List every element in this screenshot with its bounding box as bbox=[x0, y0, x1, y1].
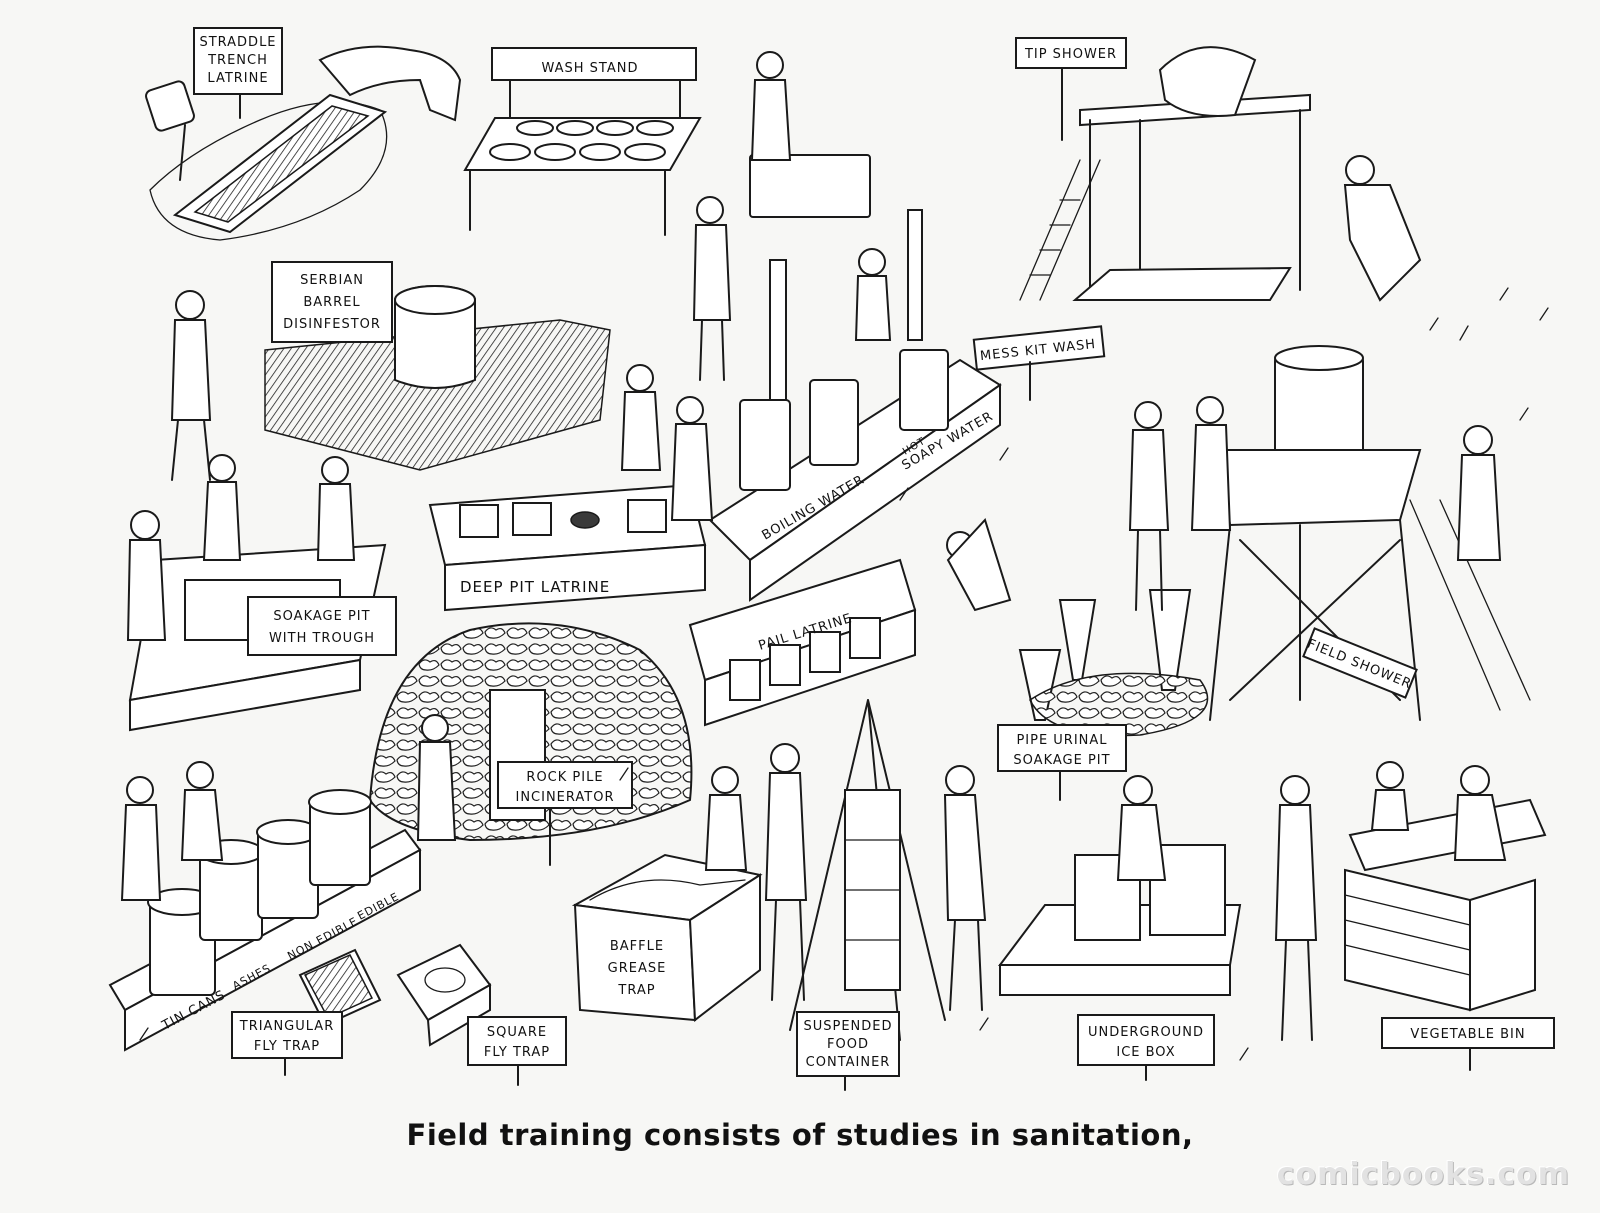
sign-vegetable-bin: VEGETABLE BIN bbox=[1381, 1017, 1555, 1071]
soldier-figure bbox=[692, 196, 732, 381]
soldier-figure bbox=[1190, 396, 1232, 531]
pail-latrine: PAIL LATRINE bbox=[688, 558, 917, 727]
sign-field-shower: FIELD SHOWER bbox=[1302, 627, 1418, 699]
sign-text-line: CONTAINER bbox=[806, 1055, 891, 1070]
sign-square-fly-trap: SQUARE FLY TRAP bbox=[467, 1016, 567, 1086]
vegetable-bin: VEGETABLE BIN bbox=[1344, 798, 1555, 1071]
straddle-trench-latrine: STRADDLE TRENCH LATRINE bbox=[145, 27, 462, 241]
soldiers bbox=[120, 51, 1507, 1041]
field-shower: FIELD SHOWER bbox=[1209, 345, 1531, 721]
watermark: comicbooks.com bbox=[1276, 1157, 1570, 1192]
soldier-figure bbox=[946, 518, 1012, 612]
sign-text: VEGETABLE BIN bbox=[1410, 1027, 1525, 1042]
soldier-figure bbox=[1453, 765, 1507, 861]
sign-text-line: PIPE URINAL bbox=[1016, 733, 1107, 748]
mess-kit-wash: MESS KIT WASH BOILING WATER HOT SOAPY WA… bbox=[708, 209, 1106, 602]
water-heater-box bbox=[749, 154, 871, 218]
soldier-figure bbox=[1370, 761, 1410, 831]
sign-text-line: INCINERATOR bbox=[515, 790, 614, 805]
soldier-figure bbox=[764, 743, 808, 1001]
soldier-figure bbox=[1116, 775, 1167, 881]
serbian-barrel-disinfestor: SERBIAN BARREL DISINFESTOR bbox=[264, 261, 611, 471]
sanitation-illustration: STRADDLE TRENCH LATRINE WASH STAND TIP S… bbox=[108, 27, 1555, 1091]
tip-shower: TIP SHOWER bbox=[1015, 37, 1311, 301]
soldier-figure bbox=[854, 248, 892, 341]
ground-texture bbox=[139, 287, 1549, 1061]
garbage-cans-stand: TIN CANS ASHES NON EDIBLE EDIBLE bbox=[108, 789, 422, 1052]
soldier-figure bbox=[202, 454, 242, 561]
sign-text-line: GREASE bbox=[608, 961, 667, 976]
soldier-figure bbox=[670, 396, 714, 521]
soldier-figure bbox=[750, 51, 792, 161]
soldier-figure bbox=[943, 765, 987, 1011]
sign-text-line: SQUARE bbox=[487, 1025, 547, 1040]
soldier-figure bbox=[120, 776, 162, 901]
caption: Field training consists of studies in sa… bbox=[406, 1118, 1194, 1152]
soldier-figure bbox=[1128, 401, 1170, 611]
soldier-figure bbox=[170, 290, 212, 481]
soldier-figure bbox=[620, 364, 662, 471]
sign-text-line: FOOD bbox=[827, 1037, 869, 1052]
sign-text-line: TRAP bbox=[617, 983, 655, 998]
soldier-figure bbox=[1456, 425, 1502, 561]
triangular-fly-trap: TRIANGULAR FLY TRAP bbox=[231, 948, 382, 1076]
sign-text-line: SUSPENDED bbox=[803, 1019, 892, 1034]
sign-rock-pile-incinerator: ROCK PILE INCINERATOR bbox=[497, 761, 633, 866]
sign-text-line: SOAKAGE PIT bbox=[273, 609, 370, 624]
sign-text-line: TRENCH bbox=[207, 53, 268, 68]
sign-text-line: SOAKAGE PIT bbox=[1013, 753, 1110, 768]
sign-text-line: ROCK PILE bbox=[526, 770, 603, 785]
soldier-figure bbox=[126, 510, 167, 641]
suspended-food-container: SUSPENDED FOOD CONTAINER bbox=[789, 699, 946, 1091]
soldier-figure bbox=[180, 761, 224, 861]
sign-text-line: SERBIAN bbox=[300, 273, 364, 288]
soldier-figure bbox=[1274, 775, 1318, 1041]
sign-triangular-fly-trap: TRIANGULAR FLY TRAP bbox=[231, 1011, 343, 1076]
soakage-pit-with-trough: SOAKAGE PIT WITH TROUGH bbox=[128, 543, 397, 732]
sign-straddle-trench-latrine: STRADDLE TRENCH LATRINE bbox=[193, 27, 283, 119]
sign-tip-shower: TIP SHOWER bbox=[1024, 47, 1117, 62]
sign-mess-kit-wash: MESS KIT WASH bbox=[972, 325, 1106, 401]
sign-text-line: LATRINE bbox=[207, 71, 268, 86]
sign-soakage-pit-with-trough: SOAKAGE PIT WITH TROUGH bbox=[247, 596, 397, 656]
soldier-figure bbox=[1343, 155, 1422, 302]
wash-stand: WASH STAND bbox=[463, 47, 871, 236]
sign-text-line: BAFFLE bbox=[610, 939, 664, 954]
soldier-figure bbox=[316, 456, 356, 561]
sign-text-line: FLY TRAP bbox=[484, 1045, 550, 1060]
sign-text-line: BARREL bbox=[303, 295, 360, 310]
sign-underground-ice-box: UNDERGROUND ICE BOX bbox=[1077, 1014, 1215, 1081]
pipe-urinal-soakage-pit: PIPE URINAL SOAKAGE PIT bbox=[997, 589, 1209, 801]
sign-text-line: WITH TROUGH bbox=[269, 631, 375, 646]
deep-pit-latrine: DEEP PIT LATRINE bbox=[428, 483, 707, 612]
sign-pipe-urinal-soakage-pit: PIPE URINAL SOAKAGE PIT bbox=[997, 724, 1127, 801]
baffle-grease-trap: BAFFLE GREASE TRAP bbox=[571, 853, 763, 1022]
sign-wash-stand: WASH STAND bbox=[541, 61, 638, 76]
sign-suspended-food-container: SUSPENDED FOOD CONTAINER bbox=[796, 1011, 900, 1091]
sign-text-line: STRADDLE bbox=[199, 35, 276, 50]
sign-text-line: DISINFESTOR bbox=[283, 317, 381, 332]
soldier-figure bbox=[318, 45, 462, 122]
soldier-figure bbox=[704, 766, 748, 871]
sign-text-line: TRIANGULAR bbox=[239, 1019, 334, 1034]
sign-text-line: FLY TRAP bbox=[254, 1039, 320, 1054]
square-fly-trap: SQUARE FLY TRAP bbox=[396, 943, 567, 1086]
underground-ice-box: UNDERGROUND ICE BOX bbox=[998, 844, 1242, 1081]
sign-serbian-barrel-disinfestor: SERBIAN BARREL DISINFESTOR bbox=[271, 261, 393, 343]
sign-deep-pit-latrine: DEEP PIT LATRINE bbox=[460, 578, 610, 596]
sign-text-line: ICE BOX bbox=[1116, 1045, 1175, 1060]
soldier-figure bbox=[416, 714, 457, 841]
sign-text-line: UNDERGROUND bbox=[1088, 1025, 1204, 1040]
